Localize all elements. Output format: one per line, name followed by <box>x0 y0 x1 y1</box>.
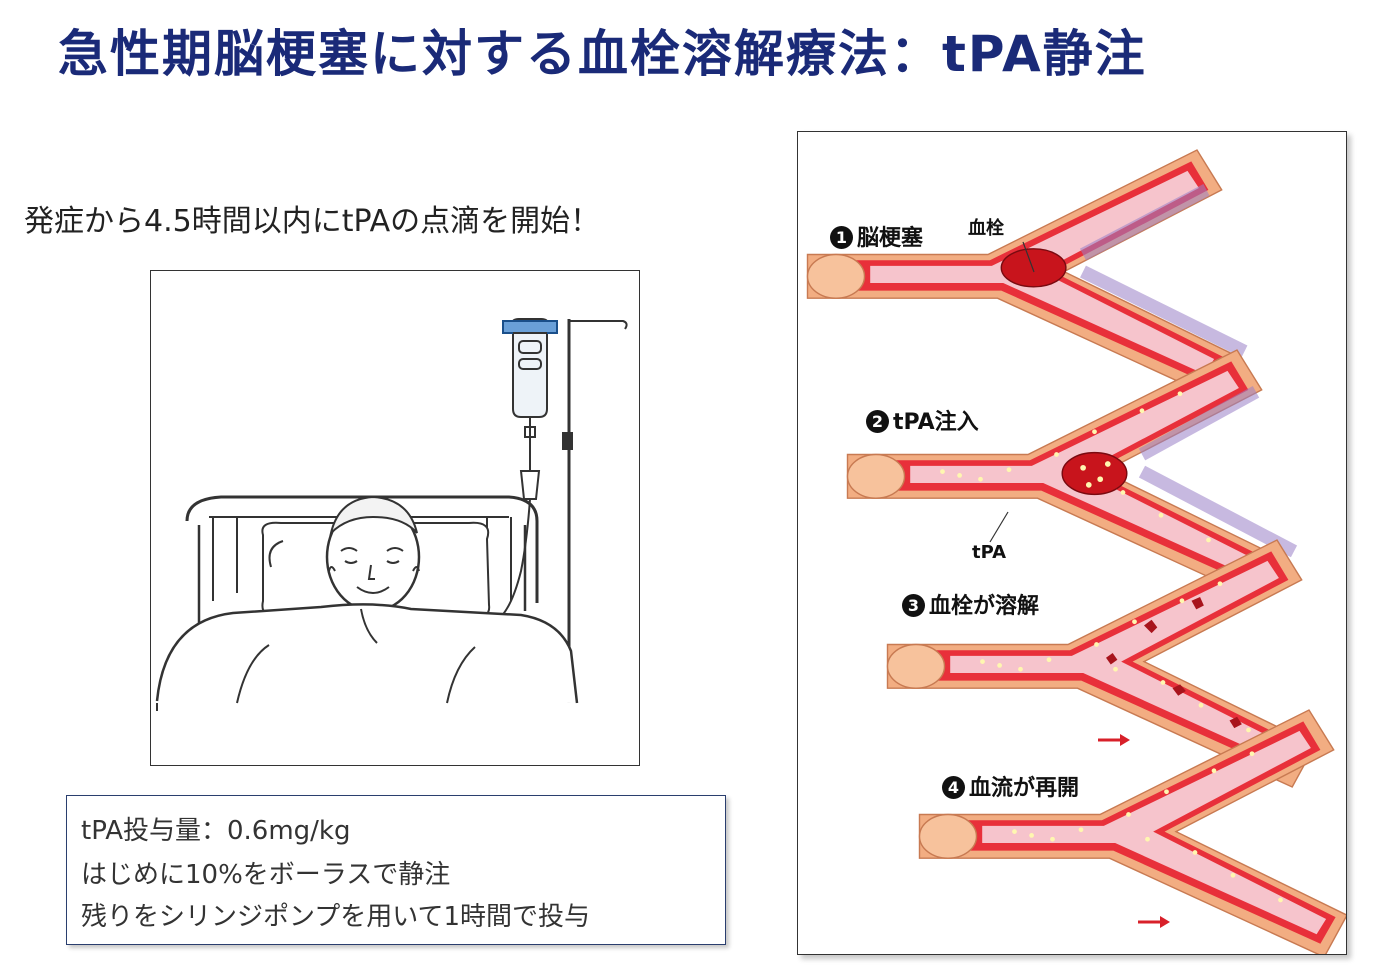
vessel-stages-illustration <box>806 149 1346 954</box>
stage-2-vessel <box>846 349 1298 598</box>
patient-left-eyebrow <box>340 547 358 552</box>
patient-illustration <box>155 318 628 711</box>
blanket-fold-3 <box>360 608 378 644</box>
subtitle: 発症から4.5時間以内にtPAの点滴を開始！ <box>24 204 601 239</box>
step-1-number: 1 <box>830 226 853 249</box>
headboard-frame <box>185 495 539 603</box>
iv-stand-clamp <box>562 432 573 450</box>
dosage-bolus: はじめに10%をボーラスで静注 <box>81 860 451 890</box>
blanket <box>155 603 579 704</box>
stage-4-vessel <box>918 709 1346 954</box>
dosage-infusion: 残りをシリンジポンプを用いて1時間で投与 <box>81 902 590 932</box>
blanket-fold-2 <box>446 646 476 704</box>
patient-hair <box>329 495 418 537</box>
page-title: 急性期脳梗塞に対する血栓溶解療法：tPA静注 <box>58 25 1147 83</box>
dosage-info-box: tPA投与量：0.6mg/kg はじめに10%をボーラスで静注 残りをシリンジポ… <box>66 795 726 945</box>
iv-stand-hook <box>569 320 628 330</box>
iv-drip-chamber <box>519 470 541 500</box>
patient-illustration-panel <box>150 270 640 766</box>
blanket-fold-1 <box>236 644 270 704</box>
iv-tube-lower <box>495 498 531 622</box>
patient-right-eye <box>386 560 400 564</box>
patient-left-eye <box>344 560 358 564</box>
dosage-amount: tPA投与量：0.6mg/kg <box>81 816 351 846</box>
dissolving-clot <box>1061 451 1128 496</box>
step-2-number: 2 <box>866 410 889 433</box>
iv-bag-top <box>502 320 558 334</box>
step-4-number: 4 <box>942 776 965 799</box>
step-3-number: 3 <box>902 594 925 617</box>
stage-1-vessel <box>806 149 1248 398</box>
stage-3-vessel <box>886 539 1316 788</box>
patient-mouth <box>356 586 390 594</box>
tpa-annotation: tPA <box>972 542 1007 563</box>
blood-clot <box>1000 248 1067 288</box>
patient-right-eyebrow <box>386 547 404 552</box>
patient-nose <box>367 564 375 580</box>
clot-annotation: 血栓 <box>968 218 1004 239</box>
